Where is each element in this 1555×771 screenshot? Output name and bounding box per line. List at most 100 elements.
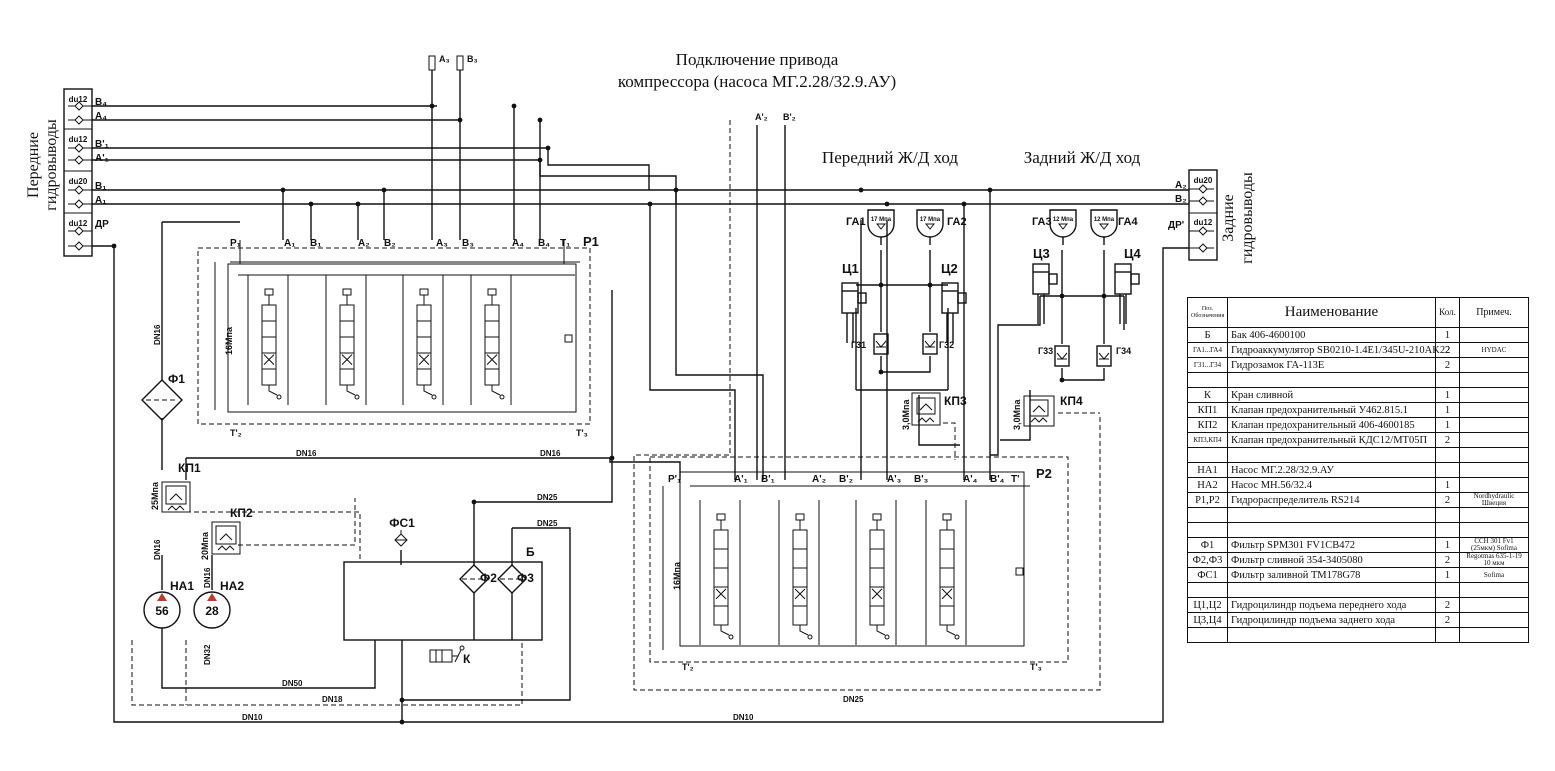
port-label: A'₂ [755, 112, 768, 122]
accumulator [867, 209, 895, 245]
table-header-row: Поз. Обозначения Наименование Кол. Приме… [1187, 297, 1529, 328]
row-note [1459, 357, 1529, 373]
row-name: Гидроцилиндр подъема заднего хода [1227, 612, 1436, 628]
row-position: НА1 [1187, 462, 1228, 478]
ga1-label: ГА1 [846, 216, 866, 228]
spool-section [778, 500, 820, 645]
header-name: Наименование [1227, 297, 1436, 328]
check-valve [1096, 345, 1112, 367]
row-position: НА2 [1187, 477, 1228, 493]
rear-drives-title-2: гидровыводы [1239, 172, 1256, 264]
spool-section [402, 275, 444, 405]
kp2-drain [238, 498, 356, 546]
p1-label: P1 [583, 234, 599, 249]
port-label: B₄ [95, 97, 107, 108]
row-qty [1435, 507, 1460, 523]
distributor-port-label: T₁ [560, 238, 570, 249]
p1-tank-left: T'₂ [230, 428, 242, 438]
row-name: Фильтр заливной ТМ178G78 [1227, 567, 1436, 583]
row-qty: 1 [1435, 417, 1460, 433]
pipe-label: DN25 [537, 519, 558, 528]
p2-tank-right: T'₃ [1030, 662, 1042, 672]
hydraulic-cylinder [841, 282, 867, 343]
row-name: Гидроцилиндр подъема переднего хода [1227, 597, 1436, 613]
row-note: CCH 301 Fv1 (25мкм) Sofima [1459, 537, 1529, 553]
relief-valve-kp3 [911, 392, 941, 426]
row-qty: 1 [1435, 477, 1460, 493]
kp3-pressure: 3,0Мпа [901, 399, 911, 430]
kp1-pressure: 25Мпа [150, 481, 160, 510]
table-row [1187, 582, 1529, 598]
front-port-block: du12 du12 du20 du12 [63, 88, 93, 257]
distributor-port-label: B'₃ [914, 474, 929, 485]
row-qty [1435, 627, 1460, 643]
row-note [1459, 612, 1529, 628]
compressor-title-line2: компрессора (насоса МГ.2.28/32.9.АУ) [618, 72, 896, 91]
row-qty [1435, 462, 1460, 478]
f1-label: Ф1 [168, 372, 185, 386]
row-note [1459, 432, 1529, 448]
row-position [1187, 582, 1228, 598]
rear-rail-title: Задний Ж/Д ход [1024, 148, 1141, 167]
pipe-label: DN10 [733, 713, 754, 722]
header-position: Поз. Обозначения [1187, 297, 1228, 328]
row-name: Клапан предохранительный У462.815.1 [1227, 402, 1436, 418]
distributor-port-label: B₂ [384, 238, 396, 249]
row-name [1227, 627, 1436, 643]
c2-label: Ц2 [941, 261, 958, 276]
row-qty: 1 [1435, 402, 1460, 418]
row-name: Фильтр SPM301 FV1CB472 [1227, 537, 1436, 553]
row-qty [1435, 582, 1460, 598]
accumulator [916, 209, 944, 245]
tank-label: Б [526, 545, 535, 559]
ga4-pressure: 12 Мпа [1094, 217, 1115, 223]
row-position: Б [1187, 327, 1228, 343]
g32-label: Г32 [939, 340, 954, 350]
row-name [1227, 522, 1436, 538]
port-label: A₁ [95, 195, 106, 206]
distributor-port-label: B₁ [310, 238, 321, 249]
row-name [1227, 372, 1436, 388]
valve-k-label: К [463, 652, 471, 666]
check-valve [873, 333, 889, 355]
pipe-label: DN16 [153, 324, 162, 345]
row-name [1227, 582, 1436, 598]
distributor-port-label: A'₁ [734, 474, 748, 485]
pipe-label: DN16 [296, 449, 317, 458]
row-position [1187, 447, 1228, 463]
distributor-port-label: B'₂ [839, 474, 853, 485]
table-row [1187, 507, 1529, 523]
row-qty: 1 [1435, 387, 1460, 403]
row-note [1459, 627, 1529, 643]
row-position: КП3,КП4 [1187, 432, 1228, 448]
distributor-port-label: P'₁ [668, 474, 681, 485]
spool-section [325, 275, 367, 405]
f3-label: Ф3 [517, 571, 534, 585]
table-row [1187, 372, 1529, 388]
row-position: КП2 [1187, 417, 1228, 433]
distributor-port-label: A'₂ [812, 474, 826, 485]
accumulator [1049, 209, 1077, 245]
row-name [1227, 507, 1436, 523]
row-note: HYDAC [1459, 342, 1529, 358]
distributor-port-label: A₄ [512, 238, 524, 249]
row-note [1459, 372, 1529, 388]
check-valve [1054, 345, 1070, 367]
f2-label: Ф2 [480, 571, 497, 585]
row-note: Regotmas 635-1-19 10 мкм [1459, 552, 1529, 568]
ha1-value: 56 [155, 604, 169, 618]
row-qty: 1 [1435, 567, 1460, 583]
row-note [1459, 447, 1529, 463]
table-row [1187, 522, 1529, 538]
distributor-port-label: A₂ [358, 238, 370, 249]
row-position: Р1,Р2 [1187, 492, 1228, 508]
row-qty [1435, 372, 1460, 388]
row-qty: 2 [1435, 552, 1460, 568]
row-position: К [1187, 387, 1228, 403]
pipe-label: DN10 [242, 713, 263, 722]
